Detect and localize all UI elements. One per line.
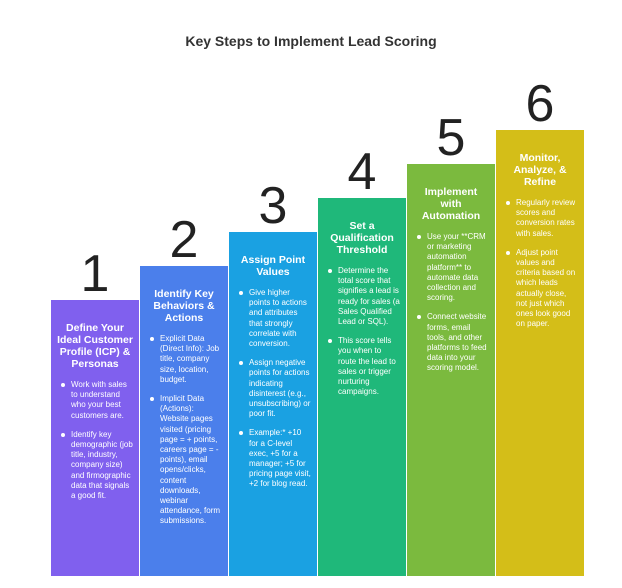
step-number: 1 (80, 245, 110, 303)
step-title: Set a Qualification Threshold (330, 220, 394, 256)
step-column: Assign Point Values Give higher points t… (229, 232, 317, 576)
bullet: Assign negative points for actions indic… (235, 358, 311, 419)
bullet: Adjust point values and criteria based o… (502, 248, 578, 330)
step-column: Define Your Ideal Customer Profile (ICP)… (51, 300, 139, 576)
step-column: Implement with Automation Use your **CRM… (407, 164, 495, 576)
diagram-title: Key Steps to Implement Lead Scoring (185, 33, 437, 49)
bullet: Regularly review scores and conversion r… (502, 198, 578, 239)
step-bullets: Work with sales to understand who your b… (57, 380, 133, 501)
step-column: Identify Key Behaviors & Actions Explici… (140, 266, 228, 576)
step-title: Define Your Ideal Customer Profile (ICP)… (57, 322, 133, 370)
step-bullets: Use your **CRM or marketing automation p… (413, 232, 489, 374)
step-bullets: Give higher points to actions and attrib… (235, 288, 311, 490)
bullet: Example:* +10 for a C-level exec, +5 for… (235, 428, 311, 489)
step-title: Assign Point Values (240, 254, 306, 278)
bullet: Explicit Data (Direct Info): Job title, … (146, 334, 222, 385)
step-title: Identify Key Behaviors & Actions (153, 288, 215, 324)
bullet: Work with sales to understand who your b… (57, 380, 133, 421)
bullet: This score tells you when to route the l… (324, 336, 400, 397)
step-column: Set a Qualification Threshold Determine … (318, 198, 406, 576)
bullet: Determine the total score that signifies… (324, 266, 400, 327)
step-title: Implement with Automation (421, 186, 481, 222)
step-number: 3 (258, 177, 288, 235)
bullet: Give higher points to actions and attrib… (235, 288, 311, 349)
bullet: Implicit Data (Actions): Website pages v… (146, 394, 222, 527)
bullet: Connect website forms, email tools, and … (413, 312, 489, 373)
bullet: Identify key demographic (job title, ind… (57, 430, 133, 501)
step-number: 4 (347, 143, 377, 201)
step-title: Monitor, Analyze, & Refine (513, 152, 567, 188)
step-number: 5 (436, 109, 466, 167)
step-column: Monitor, Analyze, & Refine Regularly rev… (496, 130, 584, 576)
step-bullets: Explicit Data (Direct Info): Job title, … (146, 334, 222, 527)
step-number: 2 (169, 211, 199, 269)
bullet: Use your **CRM or marketing automation p… (413, 232, 489, 303)
step-bullets: Determine the total score that signifies… (324, 266, 400, 397)
step-bullets: Regularly review scores and conversion r… (502, 198, 578, 329)
step-number: 6 (525, 75, 555, 133)
